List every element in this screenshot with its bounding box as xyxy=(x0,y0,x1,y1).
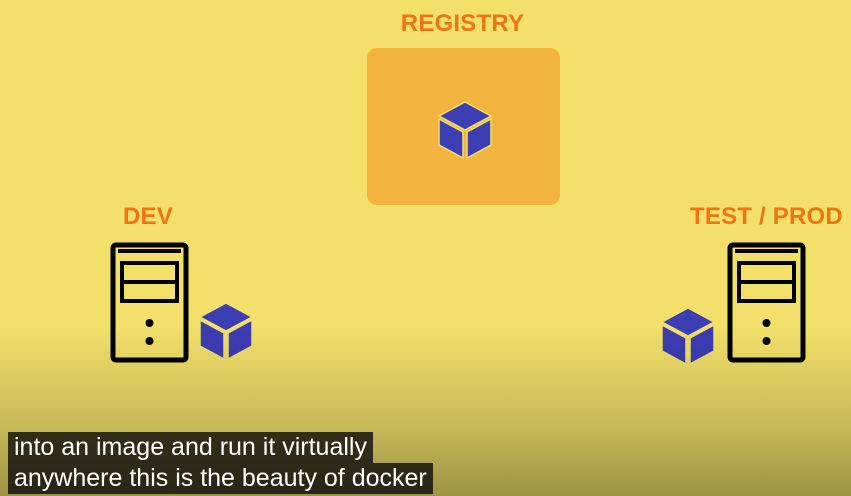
captions: into an image and run it virtually anywh… xyxy=(8,432,433,494)
caption-line-1: into an image and run it virtually xyxy=(8,432,373,463)
registry-label: REGISTRY xyxy=(400,10,525,37)
dev-server-icon xyxy=(110,242,189,363)
caption-line-2: anywhere this is the beauty of docker xyxy=(8,463,433,494)
test-prod-cube-icon xyxy=(660,307,716,366)
test-prod-label: TEST / PROD xyxy=(690,203,843,230)
test-prod-server-icon xyxy=(727,242,806,363)
dev-cube-icon xyxy=(198,302,254,361)
registry-cube-icon xyxy=(437,101,493,160)
dev-label: DEV xyxy=(123,203,173,230)
